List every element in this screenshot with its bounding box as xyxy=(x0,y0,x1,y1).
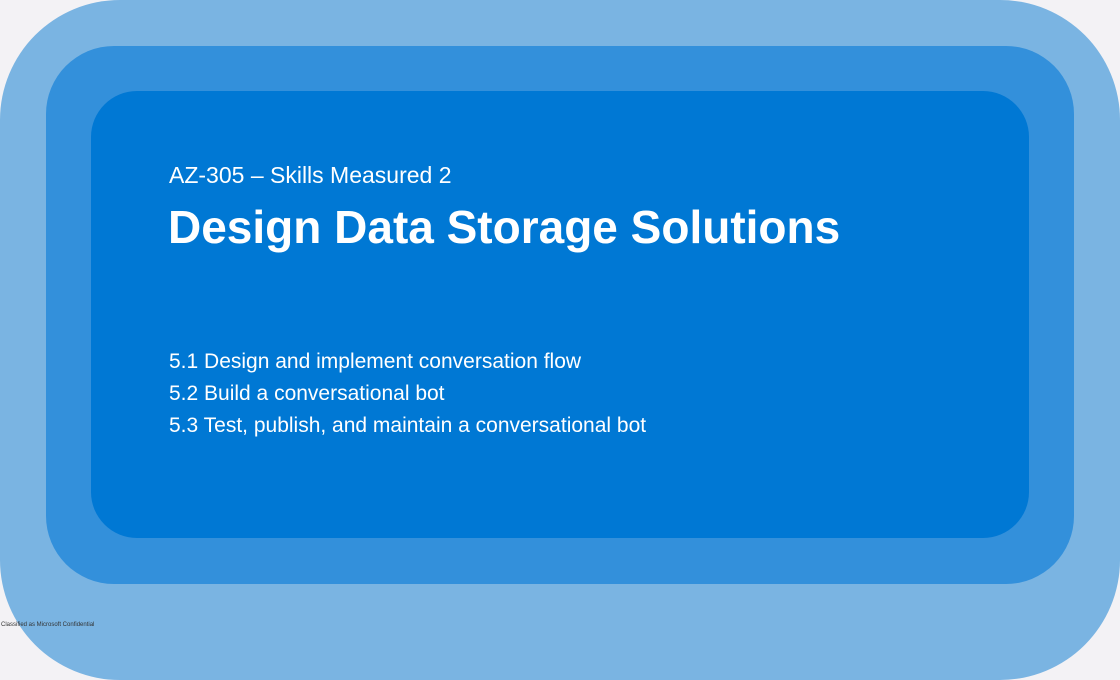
topic-item: 5.2 Build a conversational bot xyxy=(169,382,445,405)
classification-label: Classified as Microsoft Confidential xyxy=(1,622,95,628)
slide-subtitle: AZ-305 – Skills Measured 2 xyxy=(169,162,452,188)
slide-title: Design Data Storage Solutions xyxy=(168,201,841,253)
topic-list: 5.1 Design and implement conversation fl… xyxy=(169,346,646,442)
topic-item: 5.1 Design and implement conversation fl… xyxy=(169,350,582,373)
topic-item: 5.3 Test, publish, and maintain a conver… xyxy=(169,414,647,437)
inner-panel xyxy=(91,91,1029,538)
